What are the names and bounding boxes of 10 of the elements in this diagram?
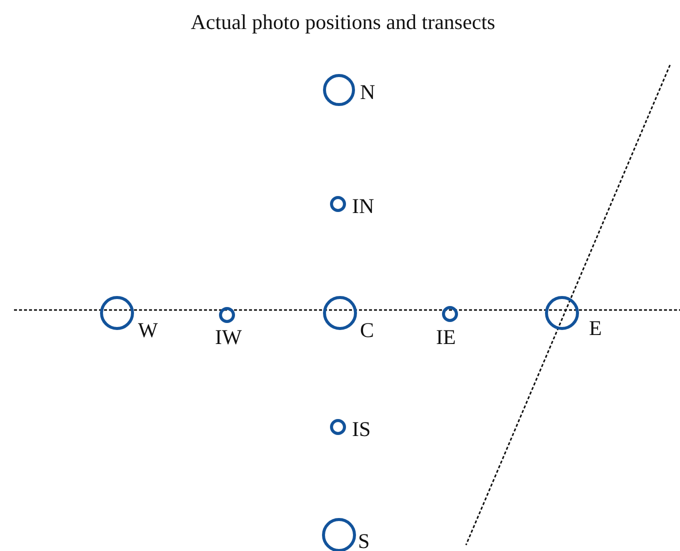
position-label: W — [138, 320, 158, 341]
position-label: E — [589, 318, 602, 339]
position-label: S — [358, 531, 370, 551]
position-label: C — [360, 320, 374, 341]
position-label: N — [360, 82, 376, 103]
position-label: IN — [352, 196, 374, 217]
position-label: IS — [352, 419, 371, 440]
position-label: IE — [436, 327, 456, 348]
diagram-title: Actual photo positions and transects — [190, 10, 496, 35]
position-label: IW — [215, 327, 242, 348]
